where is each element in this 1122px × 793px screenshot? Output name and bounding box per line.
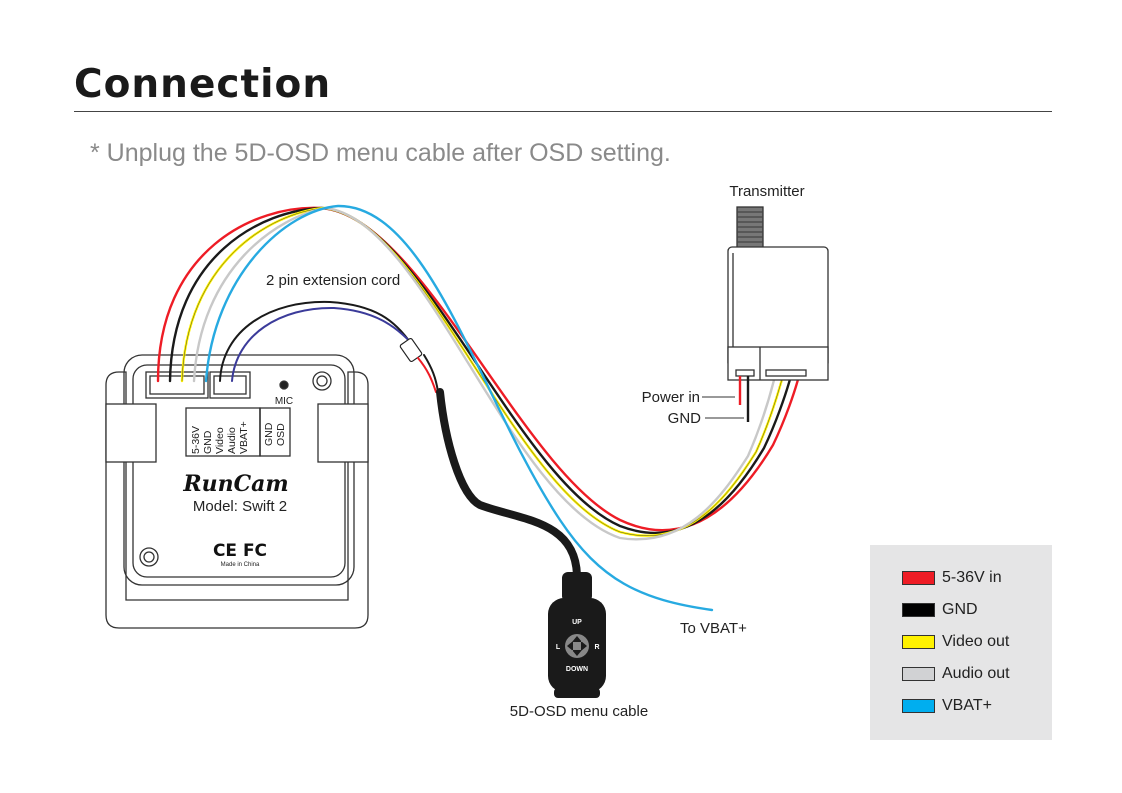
- power-wires: [738, 376, 750, 422]
- pin-labels-main: 5-36V GND Video Audio VBAT+ GND OSD: [190, 421, 287, 454]
- model-label: Model: Swift 2: [193, 498, 287, 515]
- power-in-label: Power in: [642, 389, 700, 406]
- wire-red: [156, 206, 802, 532]
- legend-swatch: [902, 603, 935, 617]
- legend-item-vbat: VBAT+: [902, 697, 992, 715]
- legend-label: VBAT+: [942, 697, 992, 714]
- wire-gray: [192, 206, 778, 541]
- pin-label-video: Video: [214, 427, 226, 454]
- legend-swatch: [902, 699, 935, 713]
- gnd-label: GND: [668, 410, 702, 427]
- legend-item-gnd: GND: [902, 601, 978, 619]
- pin-label-vbat: VBAT+: [238, 421, 250, 454]
- legend-swatch: [902, 635, 935, 649]
- transmitter-label: Transmitter: [729, 183, 804, 200]
- legend-label: Audio out: [942, 665, 1010, 682]
- wire-blue: [204, 204, 714, 612]
- menu-cable-label: 5D-OSD menu cable: [510, 703, 648, 720]
- transmitter: [727, 206, 829, 381]
- remote-up-label: UP: [572, 619, 582, 626]
- legend-label: Video out: [942, 633, 1010, 650]
- extension-cord: [219, 300, 439, 393]
- remote-left-label: L: [556, 644, 561, 651]
- page-title: Connection: [74, 62, 332, 107]
- wire-black: [168, 206, 794, 535]
- pin-label-osd-gnd: GND: [263, 422, 275, 446]
- extension-cord-label: 2 pin extension cord: [266, 272, 400, 289]
- legend-item-audio: Audio out: [902, 665, 1010, 683]
- menu-cable: UP DOWN L R: [436, 388, 606, 698]
- pin-label-osd: OSD: [275, 423, 287, 446]
- legend-item-5-36v: 5-36V in: [902, 569, 1002, 587]
- wire-color-legend: 5-36V in GND Video out Audio out VBAT+: [870, 545, 1052, 740]
- legend-label: 5-36V in: [942, 569, 1002, 586]
- title-divider: [74, 111, 1052, 112]
- camera-body: [105, 354, 369, 629]
- legend-item-video: Video out: [902, 633, 1009, 651]
- pin-label-5-36v: 5-36V: [190, 426, 202, 454]
- unplug-note: * Unplug the 5D-OSD menu cable after OSD…: [90, 139, 671, 167]
- remote-right-label: R: [594, 644, 599, 651]
- runcam-logo: RunCam: [182, 471, 288, 497]
- legend-label: GND: [942, 601, 978, 618]
- mic-label: MIC: [275, 396, 293, 407]
- main-harness: [156, 204, 802, 612]
- pin-label-audio: Audio: [226, 427, 238, 454]
- legend-swatch: [902, 571, 935, 585]
- cert-logo: CE FC: [213, 541, 267, 561]
- legend-swatch: [902, 667, 935, 681]
- made-in-label: Made in China: [221, 562, 260, 568]
- remote-down-label: DOWN: [566, 666, 588, 673]
- to-vbat-label: To VBAT+: [680, 620, 747, 637]
- pin-label-gnd: GND: [202, 430, 214, 454]
